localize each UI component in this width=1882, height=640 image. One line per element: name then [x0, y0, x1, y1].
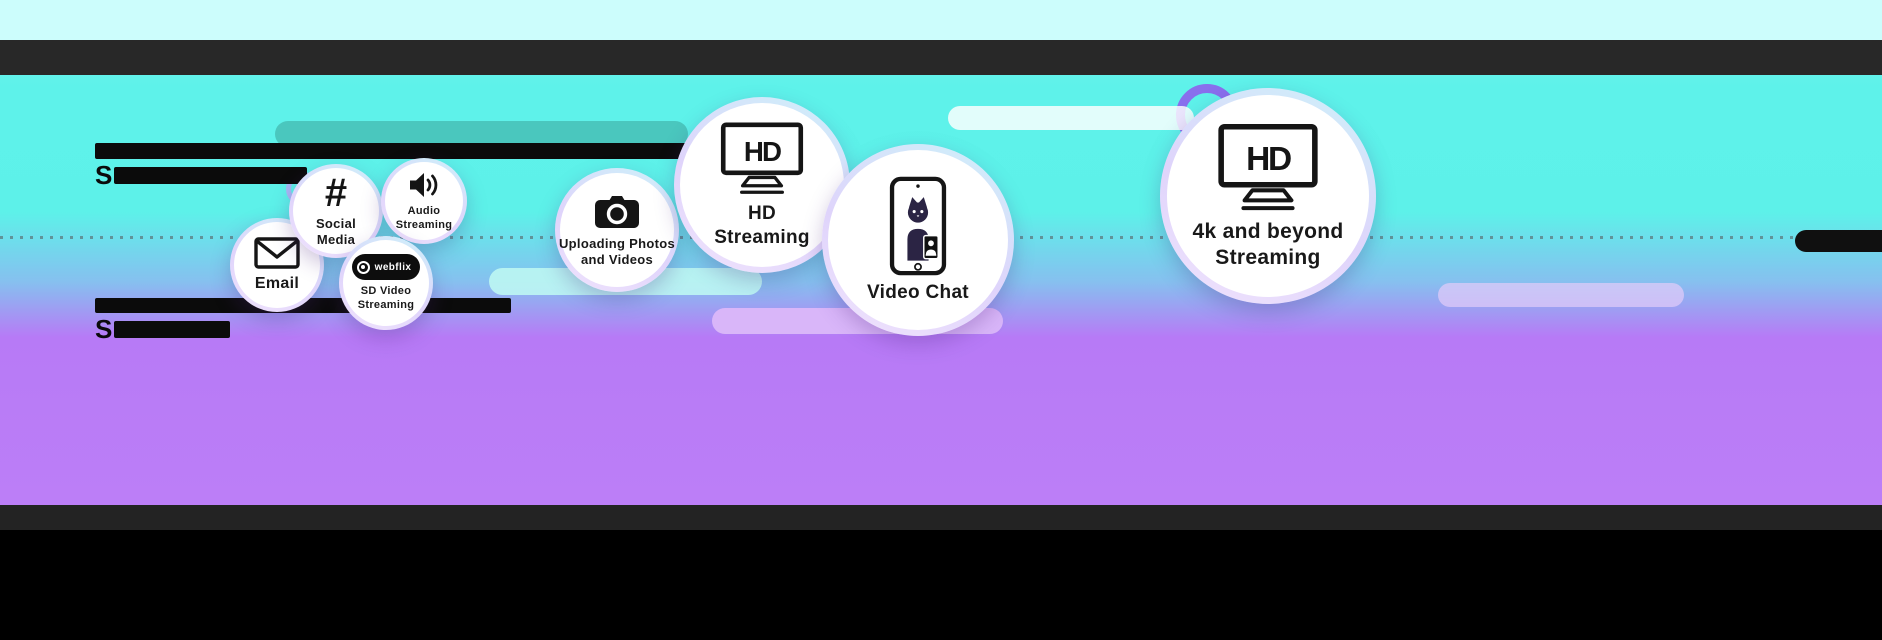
decor-white-streak [948, 106, 1194, 130]
decor-black-streak [1795, 230, 1882, 252]
webflix-logo: webflix [351, 254, 421, 281]
bubble-social-media: # Social Media [289, 164, 383, 258]
hashtag-icon: # [324, 170, 348, 215]
webflix-ring-icon [356, 260, 370, 274]
tv-hd-icon: HD [1218, 123, 1318, 211]
bubble-label: Uploading Photos and Videos [558, 235, 675, 267]
visible-letter: S [95, 314, 113, 344]
bubble-label: 4k and beyond Streaming [1192, 219, 1344, 269]
bubble-label: Video Chat [867, 281, 969, 303]
decor-lavender-streak [1438, 283, 1684, 307]
bubble-sd-video-streaming: webflix SD Video Streaming [339, 236, 433, 330]
envelope-icon [254, 237, 300, 269]
bubble-uploading-photos-and-videos: Uploading Photos and Videos [555, 168, 679, 292]
bubble-label: Social Media [315, 215, 357, 247]
speaker-icon [410, 173, 438, 198]
bubble-audio-streaming: Audio Streaming [381, 158, 467, 244]
hd-logo-text: HD [1246, 141, 1291, 178]
smartphone-cat-icon [889, 176, 947, 276]
top-dark-bar [0, 40, 1882, 75]
bubble-label: Audio Streaming [395, 205, 453, 231]
tv-hd-icon: HD [720, 122, 804, 195]
top-light-strip [0, 0, 1882, 40]
bubble-email: Email [230, 218, 324, 312]
redacted-text-bar [114, 166, 308, 184]
bubble-label: Email [254, 274, 300, 292]
bottom-black-area [0, 530, 1882, 640]
bubble-hd-streaming: HD HD Streaming [674, 97, 850, 273]
bottom-dark-bar [0, 505, 1882, 530]
left-text-block-1: S [95, 143, 690, 190]
camera-icon [595, 195, 639, 228]
visible-letter: S [95, 160, 113, 190]
bubble-4k-and-beyond-streaming: HD 4k and beyond Streaming [1160, 88, 1376, 304]
decor-teal-streak [275, 121, 688, 147]
hd-logo-text: HD [744, 136, 781, 167]
redacted-text-bar [95, 143, 690, 159]
bubble-video-chat: Video Chat [822, 144, 1014, 336]
bubble-label: HD Streaming [714, 203, 810, 248]
left-text-block-2: S [95, 298, 511, 344]
redacted-text-bar [114, 320, 231, 338]
webflix-logo-text: webflix [374, 261, 412, 273]
bubble-label: SD Video Streaming [357, 285, 415, 311]
